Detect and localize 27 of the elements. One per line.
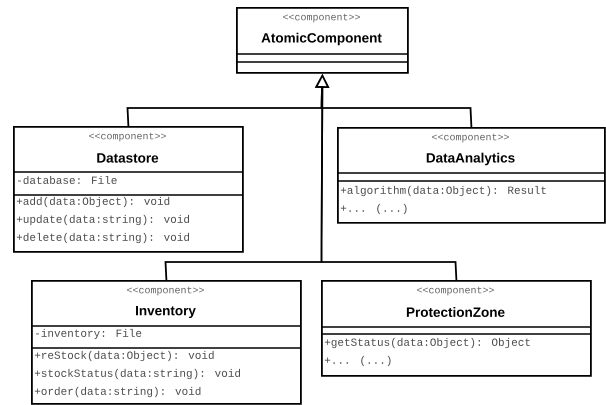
class-name: Inventory (136, 306, 196, 318)
method-text: +reStock(data:Object): void (34, 350, 214, 362)
method-text: +getStatus(data:Object): Object (324, 338, 530, 348)
stereotype-label: <<component>> (283, 14, 360, 22)
method-text: +update(data:string): void (16, 214, 190, 226)
stereotype-label: <<component>> (89, 132, 166, 142)
method-text: +algorithm(data:Object): Result (340, 186, 546, 196)
class-box (13, 126, 244, 253)
stereotype-label: <<component>> (417, 286, 494, 296)
stereotype-label: <<component>> (127, 286, 204, 296)
method-text: +add(data:Object): void (16, 196, 170, 208)
class-box (337, 127, 606, 224)
method-text: +stockStatus(data:string): void (34, 368, 240, 380)
class-name: AtomicComponent (261, 32, 382, 46)
stereotype-label: <<component>> (432, 134, 509, 142)
class-name: ProtectionZone (406, 307, 505, 317)
class-name: DataAnalytics (426, 152, 515, 166)
class-name: Datastore (97, 153, 158, 163)
class-box (321, 280, 592, 377)
method-text: +... (...) (340, 204, 407, 214)
method-text: +... (...) (324, 356, 391, 366)
method-text: +delete(data:string): void (16, 232, 190, 244)
method-text: +order(data:string): void (34, 386, 200, 398)
attribute-text: -database: File (18, 176, 117, 184)
class-box (31, 280, 302, 405)
class-box (236, 7, 409, 74)
attribute-text: -inventory: File (36, 328, 142, 340)
